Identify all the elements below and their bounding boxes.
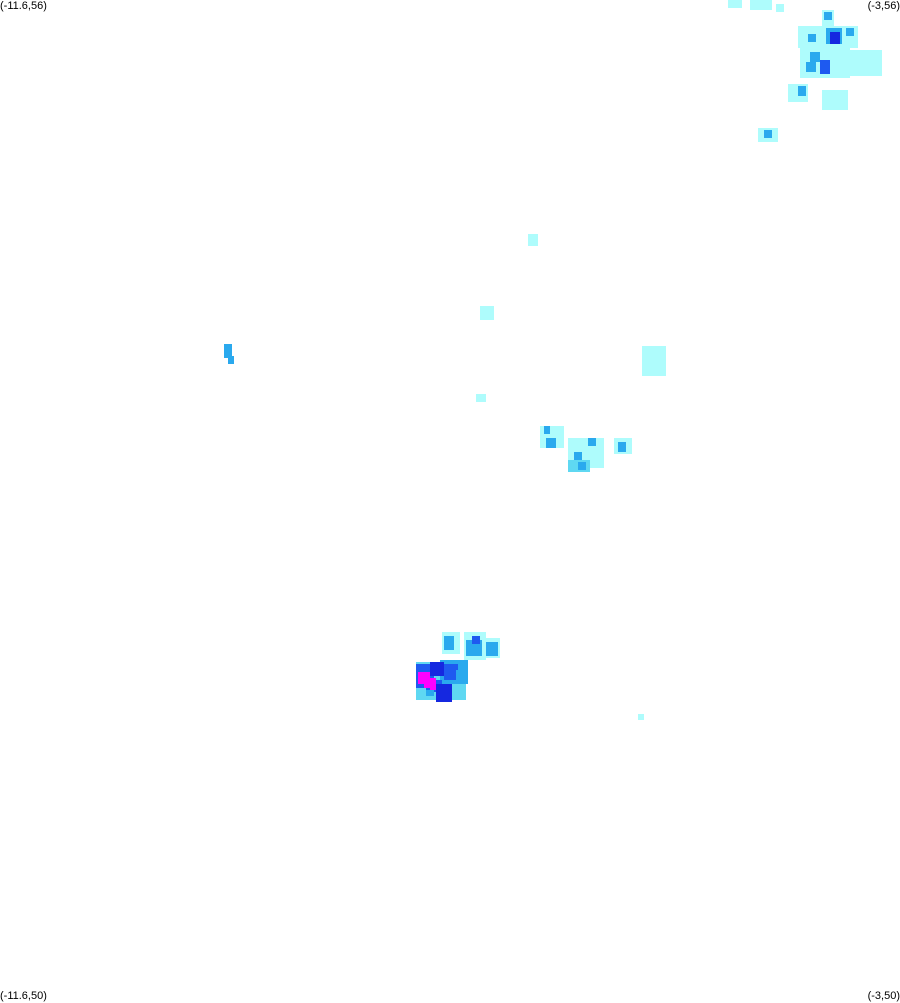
rain-cell-west [224, 344, 234, 364]
rain-cell-cluster-northeast [728, 0, 882, 142]
rain-cell-cluster-central [540, 426, 632, 472]
corner-label-top-left: (-11.6,56) [0, 0, 47, 12]
corner-label-top-right: (-3,56) [867, 0, 900, 12]
corner-label-bottom-left: (-11.6,50) [0, 990, 47, 1002]
corner-label-bottom-right: (-3,50) [867, 990, 900, 1002]
rain-cell-cluster-south-intense [416, 632, 500, 702]
rain-cells-scattered [476, 234, 666, 720]
